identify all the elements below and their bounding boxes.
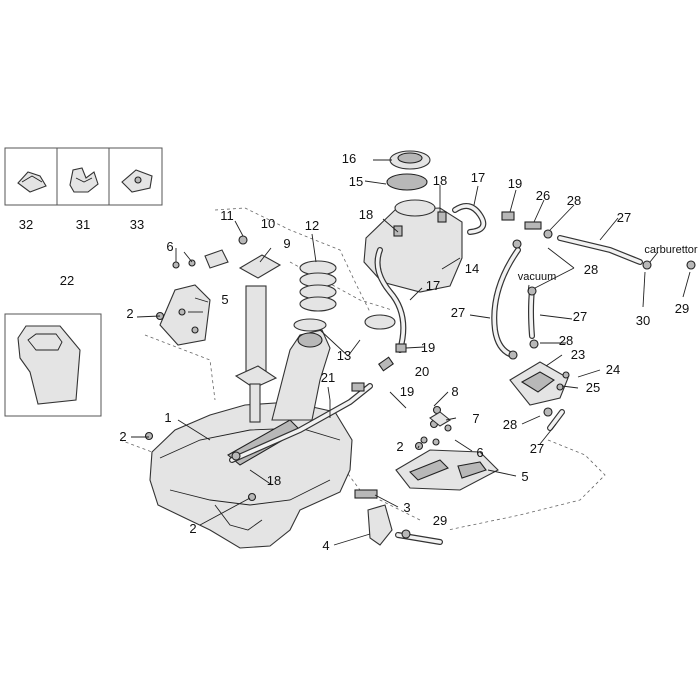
callout-6: 6 xyxy=(476,445,483,460)
callout-11: 11 xyxy=(220,208,234,223)
callout-28: 28 xyxy=(503,417,517,432)
callout-18: 18 xyxy=(359,207,373,222)
callout-18: 18 xyxy=(433,173,447,188)
fuel-pump-assembly xyxy=(204,235,282,423)
clip-inset-31 xyxy=(56,147,110,206)
callout-27: 27 xyxy=(451,305,465,320)
clip-inset-32 xyxy=(4,147,58,206)
callout-4: 4 xyxy=(322,538,329,553)
callout-30: 30 xyxy=(636,313,650,328)
callout-24: 24 xyxy=(606,362,620,377)
callout-12: 12 xyxy=(305,218,319,233)
callout-13: 13 xyxy=(337,348,351,363)
callout-18: 18 xyxy=(267,473,281,488)
callout-3: 3 xyxy=(403,500,410,515)
callout-2: 2 xyxy=(396,439,403,454)
callout-6: 6 xyxy=(166,239,173,254)
callout-labels: 1 2 2 2 2 3 4 5 5 6 6 7 8 9 10 11 12 13 … xyxy=(19,151,698,553)
callout-10: 10 xyxy=(261,216,275,231)
callout-17: 17 xyxy=(471,170,485,185)
callout-25: 25 xyxy=(586,380,600,395)
bracket-left xyxy=(159,259,211,346)
callout-8: 8 xyxy=(451,384,458,399)
callout-33: 33 xyxy=(130,217,144,232)
callout-27: 27 xyxy=(573,309,587,324)
callout-9: 9 xyxy=(283,236,290,251)
callout-28: 28 xyxy=(584,262,598,277)
callout-22: 22 xyxy=(60,273,74,288)
callout-20: 20 xyxy=(415,364,429,379)
callout-19: 19 xyxy=(508,176,522,191)
bracket-right xyxy=(395,424,499,491)
vacuum-label: vacuum xyxy=(518,271,557,283)
filler-neck xyxy=(271,329,331,421)
callout-28: 28 xyxy=(567,193,581,208)
callout-16: 16 xyxy=(342,151,356,166)
callout-7: 7 xyxy=(472,411,479,426)
callout-29: 29 xyxy=(433,513,447,528)
callout-17: 17 xyxy=(426,278,440,293)
callout-29: 29 xyxy=(675,301,689,316)
callout-27: 27 xyxy=(530,441,544,456)
callout-23: 23 xyxy=(571,347,585,362)
callout-14: 14 xyxy=(465,261,479,276)
fuel-tank xyxy=(149,401,353,549)
heat-shield-inset-22 xyxy=(4,313,102,417)
callout-32: 32 xyxy=(19,217,33,232)
bellows-boot xyxy=(293,260,396,332)
fittings xyxy=(231,211,696,546)
vacuum-valve xyxy=(509,361,570,406)
callout-26: 26 xyxy=(536,188,550,203)
leader-lines xyxy=(131,159,691,546)
callout-15: 15 xyxy=(349,174,363,189)
callout-5: 5 xyxy=(221,292,228,307)
callout-1: 1 xyxy=(164,410,171,425)
callout-28: 28 xyxy=(559,333,573,348)
clip-inset-33 xyxy=(108,147,163,206)
callout-21: 21 xyxy=(321,370,335,385)
callout-31: 31 xyxy=(76,217,90,232)
callout-19: 19 xyxy=(421,340,435,355)
callout-27: 27 xyxy=(617,210,631,225)
callout-2: 2 xyxy=(119,429,126,444)
screws xyxy=(144,311,451,502)
callout-2: 2 xyxy=(126,306,133,321)
callout-5: 5 xyxy=(521,469,528,484)
callout-19: 19 xyxy=(400,384,414,399)
carburettor-label: carburettor xyxy=(644,244,698,256)
callout-2: 2 xyxy=(189,521,196,536)
